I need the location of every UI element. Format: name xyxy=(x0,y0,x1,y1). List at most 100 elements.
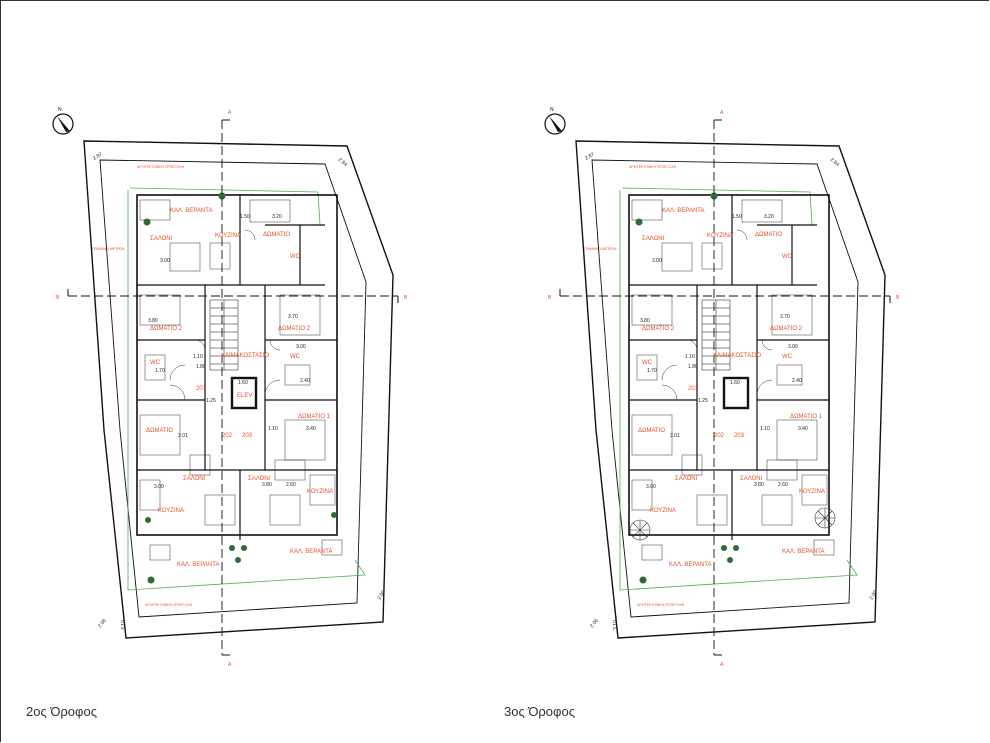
setback-line xyxy=(591,159,859,618)
dim-label: 1.10 xyxy=(685,354,695,360)
svg-text:N: N xyxy=(58,107,62,113)
dim-label: 3.00 xyxy=(154,484,164,490)
floor-plan-drawing: N xyxy=(544,107,900,668)
tree-icons xyxy=(635,192,739,584)
section-line-b xyxy=(67,289,399,303)
plot-boundary xyxy=(83,140,394,639)
section-b-left-label: B xyxy=(548,295,552,301)
veranda-top-label: ΚΑΛ. ΒΕΡΑΝΤΑ xyxy=(662,208,704,214)
domatio-tr-label: ΔΩΜΑΤΙΟ xyxy=(755,232,782,238)
unit-202-label: 202 xyxy=(714,433,725,439)
building-outline xyxy=(628,194,830,536)
dim-label: 2.40 xyxy=(300,378,310,384)
unit-203-label: 203 xyxy=(734,433,745,439)
dim-label: 1.50 xyxy=(240,214,250,220)
domatio-left-label: ΔΩΜΑΤΙΟ xyxy=(638,428,665,434)
veranda-bl-label: ΚΑΛ. ΒΕΡΑΝΤΑ xyxy=(669,562,711,568)
dim-label: 1.60 xyxy=(238,380,248,386)
svg-text:N: N xyxy=(550,107,554,113)
arch-bottom-label: ΑΡΧΙΤΕΚΤΟΝΙΚΗ ΠΡΟΕΞΟΧΗ xyxy=(145,603,193,607)
dim-label: 2.00 xyxy=(377,589,387,601)
unit-202-label: 202 xyxy=(222,433,233,439)
kouzina-br-label: ΚΟΥΖΙΝΑ xyxy=(799,489,825,495)
section-a-top-label: A xyxy=(720,110,724,116)
spiral-stair-icon xyxy=(629,507,836,541)
kouzina-br-label: ΚΟΥΖΙΝΑ xyxy=(307,489,333,495)
dim-label: 1.10 xyxy=(760,426,770,432)
building-outline xyxy=(136,194,338,536)
green-boundary xyxy=(621,187,813,226)
floor-plan-3rd: N xyxy=(492,0,987,743)
dim-label: 3.10 xyxy=(613,620,619,630)
dim-label: 2.87 xyxy=(92,152,104,162)
dim-label: 1.25 xyxy=(206,398,216,404)
dim-label: 3.10 xyxy=(121,620,127,630)
floor-plan-drawing: N xyxy=(52,107,408,668)
saloni-top-label: ΣΑΛΟΝΙ xyxy=(642,236,665,242)
domatio1-right-label: ΔΩΜΑΤΙΟ 1 xyxy=(790,414,823,420)
saloni-br-label: ΣΑΛΟΝΙ xyxy=(740,476,763,482)
tree-icons xyxy=(143,192,337,584)
section-line-b xyxy=(559,289,891,303)
domatio-tr-label: ΔΩΜΑΤΙΟ xyxy=(263,232,290,238)
section-line-a xyxy=(221,119,230,656)
dim-label: 3.20 xyxy=(764,214,774,220)
unit-201-label: 201 xyxy=(688,386,699,392)
veranda-br-label: ΚΑΛ. ΒΕΡΑΝΤΑ xyxy=(782,549,824,555)
elevator-shaft xyxy=(722,376,750,410)
section-a-bottom-label: A xyxy=(720,662,724,668)
dim-label: 1.50 xyxy=(732,214,742,220)
dim-label: 3.70 xyxy=(288,314,298,320)
arch-top-label: ΑΡΧΙΤΕΚΤΟΝΙΚΗ ΠΡΟΕΞΟΧΗ xyxy=(629,165,677,169)
veranda-bl-label: ΚΑΛ. ΒΕΡΑΝΤΑ xyxy=(177,562,219,568)
dim-label: 2.60 xyxy=(778,482,788,488)
dim-label: 3.00 xyxy=(296,344,306,350)
section-b-left-label: B xyxy=(56,295,60,301)
dim-label: 2.87 xyxy=(584,152,596,162)
dim-label: 1.10 xyxy=(193,354,203,360)
staircase xyxy=(209,299,239,371)
dim-label: 2.06 xyxy=(589,618,600,629)
unit-201-label: 201 xyxy=(196,386,207,392)
kouzina-bl-label: ΚΟΥΖΙΝΑ xyxy=(158,508,184,514)
saloni-br-label: ΣΑΛΟΝΙ xyxy=(248,476,271,482)
arch-bottom-label: ΑΡΧΙΤΕΚΤΟΝΙΚΗ ΠΡΟΕΞΟΧΗ xyxy=(637,603,685,607)
domatio2-left-label: ΔΩΜΑΤΙΟ 2 xyxy=(642,326,675,332)
dim-label: 1.80 xyxy=(196,364,206,370)
kouzina-bl-label: ΚΟΥΖΙΝΑ xyxy=(650,508,676,514)
dim-label: 1.70 xyxy=(155,368,165,374)
dim-label: 2.60 xyxy=(286,482,296,488)
domatio2-left-label: ΔΩΜΑΤΙΟ 2 xyxy=(150,326,183,332)
veranda-br-label: ΚΑΛ. ΒΕΡΑΝΤΑ xyxy=(290,549,332,555)
wc-left-label: WC xyxy=(642,360,653,366)
dim-label: 1.70 xyxy=(647,368,657,374)
veranda-top-label: ΚΑΛ. ΒΕΡΑΝΤΑ xyxy=(170,208,212,214)
section-b-right-label: B xyxy=(896,295,900,301)
dim-label: 2.06 xyxy=(97,618,108,629)
dim-label: 2.00 xyxy=(869,589,879,601)
dim-label: 1.60 xyxy=(730,380,740,386)
staircase xyxy=(701,299,731,371)
dim-label: 2.40 xyxy=(792,378,802,384)
dim-label: 3.80 xyxy=(640,318,650,324)
wc-right-label: WC xyxy=(290,354,301,360)
domatio1-right-label: ΔΩΜΑΤΙΟ 1 xyxy=(298,414,331,420)
dim-label: 3.80 xyxy=(754,482,764,488)
dim-label: 3.01 xyxy=(178,433,188,439)
dim-label: 3.20 xyxy=(272,214,282,220)
line-3m-label: ΓΡΑΜΜΗ 3 ΜΕΤΡΩΝ xyxy=(92,247,125,251)
green-boundary xyxy=(129,187,321,226)
domatio2-right-label: ΔΩΜΑΤΙΟ 2 xyxy=(278,326,311,332)
dim-label: 1.25 xyxy=(698,398,708,404)
section-a-bottom-label: A xyxy=(228,662,232,668)
north-arrow-icon: N xyxy=(544,107,566,135)
arch-top-label: ΑΡΧΙΤΕΚΤΟΝΙΚΗ ΠΡΟΕΞΟΧΗ xyxy=(137,165,185,169)
saloni-bl-label: ΣΑΛΟΝΙ xyxy=(183,476,206,482)
domatio-left-label: ΔΩΜΑΤΙΟ xyxy=(146,428,173,434)
setback-line xyxy=(99,159,367,618)
kouzina-top-label: ΚΟΥΖΙΝΑ xyxy=(215,233,241,239)
dim-label: 1.80 xyxy=(688,364,698,370)
elevator-shaft xyxy=(230,376,258,410)
stair-label: ΚΛΙΜΑΚΟΣΤΑΣΙΟ xyxy=(221,353,269,359)
